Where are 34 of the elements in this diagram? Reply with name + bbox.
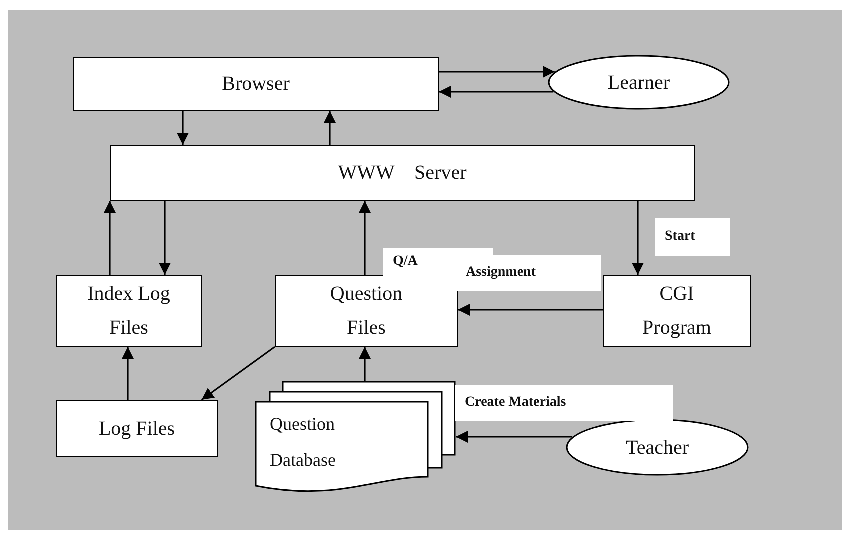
node-label: WWW Server (338, 161, 467, 186)
arrow (456, 431, 572, 443)
actor-ellipse (566, 419, 749, 476)
arrow (201, 346, 276, 401)
document-stack (256, 382, 456, 493)
node-label: Browser (222, 72, 290, 97)
edge-label: Assignment (456, 255, 601, 291)
arrow (177, 111, 189, 145)
node-label: Question Database (270, 413, 337, 472)
node-label: Index Log Files (86, 282, 172, 341)
arrow (439, 66, 555, 78)
node-label: Teacher (626, 436, 689, 460)
actor-ellipse (548, 55, 730, 110)
arrow (359, 201, 371, 275)
node-label: Question Files (329, 282, 404, 341)
process-box (73, 57, 439, 111)
node-label: Learner (608, 70, 670, 96)
node-label: Log Files (98, 416, 176, 442)
arrow (439, 86, 554, 98)
edge-label: Start (655, 218, 730, 256)
process-box (110, 145, 695, 201)
arrow (104, 201, 116, 275)
process-box (56, 400, 218, 457)
process-box (603, 275, 751, 347)
arrow (632, 201, 644, 275)
node-label: CGI Program (642, 282, 712, 341)
process-box (275, 275, 458, 347)
process-box (56, 275, 202, 347)
arrow (458, 304, 603, 316)
arrow (359, 347, 371, 382)
edge-label: Create Materials (455, 385, 673, 421)
arrow (122, 347, 134, 400)
arrow (159, 201, 171, 275)
arrow (324, 111, 336, 145)
